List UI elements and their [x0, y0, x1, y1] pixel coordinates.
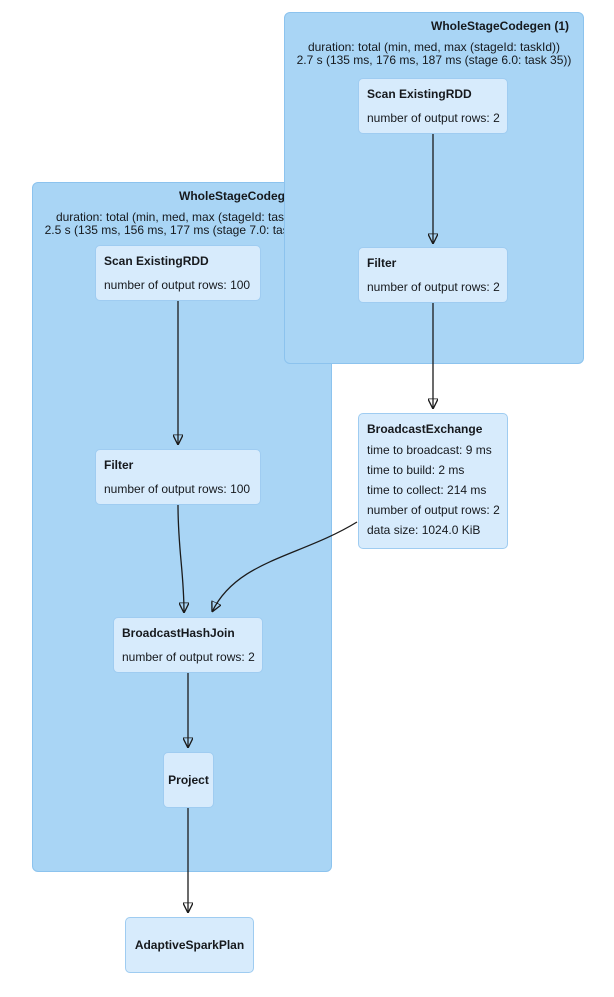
node-project: Project	[163, 752, 214, 808]
node-metric: number of output rows: 100	[104, 278, 251, 292]
node-metric: number of output rows: 2	[367, 503, 500, 517]
node-title: Scan ExistingRDD	[104, 254, 209, 268]
node-filter-2: Filter number of output rows: 100	[95, 449, 261, 505]
node-adaptive-spark-plan: AdaptiveSparkPlan	[125, 917, 254, 973]
cluster-duration-label: duration: total (min, med, max (stageId:…	[55, 210, 309, 224]
node-metric: number of output rows: 2	[122, 650, 255, 664]
node-broadcast-hash-join: BroadcastHashJoin number of output rows:…	[113, 617, 263, 673]
node-metric: data size: 1024.0 KiB	[367, 523, 481, 537]
cluster-title: WholeStageCodegen (1)	[431, 19, 570, 33]
node-metric: number of output rows: 100	[104, 482, 251, 496]
cluster-duration-value: 2.5 s (135 ms, 156 ms, 177 ms (stage 7.0…	[44, 223, 320, 237]
node-title: Filter	[367, 256, 397, 270]
node-title: AdaptiveSparkPlan	[134, 938, 245, 952]
node-title: Scan ExistingRDD	[367, 87, 472, 101]
cluster-wholestagecodegen-1: WholeStageCodegen (1) duration: total (m…	[284, 12, 584, 364]
node-title: BroadcastHashJoin	[122, 626, 235, 640]
node-filter-1: Filter number of output rows: 2	[358, 247, 508, 303]
node-title: Project	[168, 773, 209, 787]
node-broadcast-exchange: BroadcastExchange time to broadcast: 9 m…	[358, 413, 508, 549]
node-metric: time to broadcast: 9 ms	[367, 443, 492, 457]
cluster-duration-value: 2.7 s (135 ms, 176 ms, 187 ms (stage 6.0…	[296, 53, 572, 67]
node-title: BroadcastExchange	[367, 422, 483, 436]
node-metric: time to collect: 214 ms	[367, 483, 487, 497]
cluster-title: WholeStageCodegen (2)	[179, 189, 318, 203]
node-metrics: time to broadcast: 9 ms time to build: 2…	[367, 440, 500, 540]
node-title: Filter	[104, 458, 134, 472]
node-scan-existing-rdd-1: Scan ExistingRDD number of output rows: …	[358, 78, 508, 134]
node-metric: time to build: 2 ms	[367, 463, 465, 477]
cluster-duration-label: duration: total (min, med, max (stageId:…	[307, 40, 561, 54]
node-scan-existing-rdd-2: Scan ExistingRDD number of output rows: …	[95, 245, 261, 301]
node-metric: number of output rows: 2	[367, 111, 500, 125]
node-metric: number of output rows: 2	[367, 280, 500, 294]
